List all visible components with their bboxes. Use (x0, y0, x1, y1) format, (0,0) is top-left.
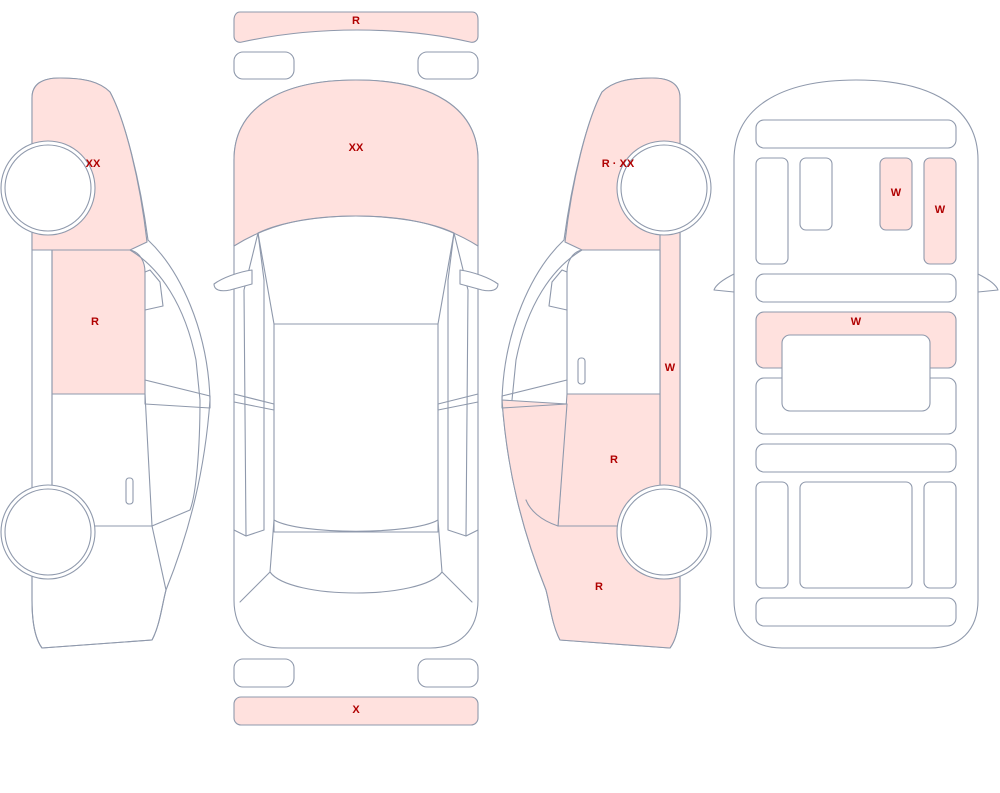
roof-rear (269, 519, 443, 594)
rear-window (239, 571, 473, 603)
left-window-frame (129, 249, 211, 527)
floor-mid-bar[interactable] (755, 273, 957, 303)
right-front-wheel (616, 140, 712, 236)
front-bumper-label: R (352, 15, 360, 27)
right-front-door[interactable] (566, 249, 661, 395)
floor-center-tunnel[interactable] (781, 334, 931, 412)
floor-view: W W W (713, 79, 999, 649)
roof (273, 323, 439, 533)
left-rear-wheel (0, 484, 96, 580)
floor-cross-member-label: W (851, 316, 862, 328)
right-window-frame (501, 249, 583, 527)
left-mirror[interactable] (213, 269, 253, 292)
rear-left-taillight (233, 658, 295, 688)
floor-right-mirror (977, 273, 999, 293)
top-view: R XX X (213, 11, 499, 726)
right-rear-quarter[interactable] (501, 399, 681, 649)
hood[interactable] (233, 79, 479, 247)
right-door-handle[interactable] (577, 357, 586, 385)
right-front-tire (620, 144, 708, 232)
left-rear-quarter[interactable] (31, 519, 167, 649)
right-rear-quarter-label: R (595, 581, 603, 593)
left-front-fender-label: XX (86, 158, 101, 170)
rear-right-taillight (417, 658, 479, 688)
floor-seat-right-front[interactable] (879, 157, 913, 231)
left-front-wheel (0, 140, 96, 236)
hood-label: XX (349, 142, 364, 154)
rear-bumper-label: X (352, 704, 360, 716)
right-front-fender-label: R · XX (602, 158, 635, 170)
floor-front-bar[interactable] (755, 119, 957, 149)
left-side-view: XX R (0, 77, 211, 649)
floor-seat-left-front[interactable] (799, 157, 833, 231)
floor-rear-left-rail[interactable] (755, 481, 789, 589)
floor-right-rail[interactable] (923, 157, 957, 265)
left-rear-tire (4, 488, 92, 576)
floor-rear-right-rail[interactable] (923, 481, 957, 589)
floor-rear-bar[interactable] (755, 443, 957, 473)
front-right-headlight (417, 51, 479, 80)
right-rear-tire (620, 488, 708, 576)
front-bumper[interactable] (233, 11, 479, 43)
right-mirror[interactable] (459, 269, 499, 292)
right-rocker-label: W (665, 362, 676, 374)
floor-seat-right-front-label: W (891, 187, 902, 199)
front-left-headlight (233, 51, 295, 80)
floor-body-outline (733, 79, 979, 649)
left-front-tire (4, 144, 92, 232)
left-front-door-label: R (91, 316, 99, 328)
floor-left-mirror (713, 273, 735, 293)
rear-bumper[interactable] (233, 696, 479, 726)
floor-right-rail-label: W (935, 204, 946, 216)
right-rear-door-label: R (610, 454, 618, 466)
right-rear-wheel (616, 484, 712, 580)
top-door-lines (233, 393, 479, 411)
left-door-seam (51, 393, 146, 405)
floor-tail-panel[interactable] (755, 597, 957, 627)
right-side-view: R · XX W R R (501, 77, 712, 649)
floor-spare-well[interactable] (799, 481, 913, 589)
floor-left-rail[interactable] (755, 157, 789, 265)
left-door-handle[interactable] (125, 477, 134, 505)
windshield (257, 215, 455, 325)
